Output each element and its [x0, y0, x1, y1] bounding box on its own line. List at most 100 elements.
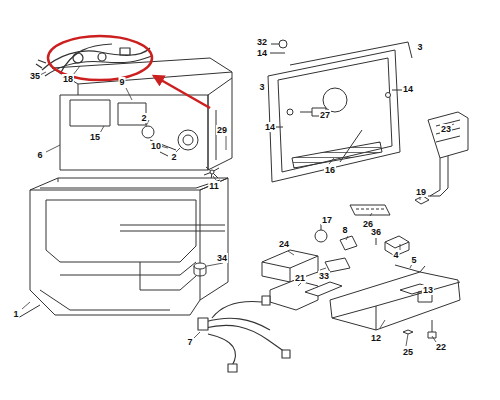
- callout-number: 19: [415, 187, 427, 197]
- callout-number: 12: [370, 333, 382, 343]
- callout-number: 21: [294, 273, 306, 283]
- control-housing: [60, 95, 208, 170]
- callout-number: 22: [435, 342, 447, 352]
- small-parts: [415, 196, 429, 204]
- control-housing-lower: [332, 282, 460, 330]
- divider-panel: [268, 50, 400, 182]
- callout-number: 18: [62, 74, 74, 84]
- callout-number: 8: [341, 225, 348, 235]
- callout-number: 14: [402, 84, 414, 94]
- air-duct: [262, 256, 318, 282]
- wire-harness-top: [42, 48, 150, 70]
- callout-number: 15: [89, 132, 101, 142]
- callout-number: 5: [410, 255, 417, 265]
- air-duct: [325, 258, 350, 272]
- callout-number: 14: [256, 48, 268, 58]
- liner: [30, 190, 200, 315]
- small-parts: [395, 265, 425, 272]
- plug: [194, 263, 206, 276]
- control-housing: [52, 58, 232, 170]
- air-duct: [262, 250, 318, 282]
- liner: [200, 178, 228, 300]
- air-duct: [305, 282, 342, 296]
- highlight: [48, 36, 210, 108]
- control-housing: [60, 78, 232, 95]
- liner: [120, 225, 225, 231]
- fan-blade: [210, 170, 214, 174]
- wire-harness: [228, 364, 237, 372]
- small-parts: [315, 230, 327, 242]
- liner: [40, 180, 220, 188]
- control-housing-lower: [330, 272, 460, 338]
- wire-harness-top: [98, 53, 106, 61]
- divider-panel: [287, 109, 293, 115]
- control-housing: [183, 135, 193, 145]
- small-parts: [315, 196, 429, 272]
- liner: [40, 290, 170, 310]
- callout-number: 24: [278, 239, 290, 249]
- callout-number: 1: [12, 309, 19, 319]
- callout-number: 14: [264, 122, 276, 132]
- liner: [18, 305, 40, 318]
- small-parts: [385, 236, 409, 248]
- callout-number: 9: [118, 77, 125, 87]
- wire-harness: [205, 325, 285, 352]
- highlight: [154, 76, 210, 108]
- wire-harness: [198, 318, 208, 330]
- callout-number: 32: [256, 37, 268, 47]
- control-knob-housing: [428, 112, 468, 158]
- control-housing-lower: [330, 272, 460, 330]
- callout-number: 3: [416, 42, 423, 52]
- callout-number: 16: [324, 165, 336, 175]
- control-knob-housing: [428, 112, 468, 196]
- wire-harness-top: [73, 53, 83, 63]
- exploded-view: [18, 40, 468, 372]
- liner: [30, 178, 228, 190]
- divider-panel: [290, 42, 412, 65]
- callout-number: 6: [36, 150, 43, 160]
- wire-harness: [208, 334, 235, 366]
- wire-harness-top: [120, 48, 130, 55]
- divider-panel: [268, 40, 412, 182]
- control-knob-housing: [428, 156, 448, 196]
- divider-panel: [323, 88, 347, 112]
- control-housing: [70, 100, 110, 126]
- callout-number: 10: [150, 141, 162, 151]
- divider-panel: [270, 44, 402, 162]
- wire-harness: [205, 318, 270, 330]
- divider-panel: [278, 58, 392, 172]
- callout-number: 11: [208, 181, 220, 191]
- callout-number: 29: [216, 125, 228, 135]
- small-parts: [350, 205, 390, 215]
- small-parts: [340, 236, 357, 250]
- wire-harness-top: [60, 44, 112, 74]
- small-parts: [356, 209, 384, 210]
- control-knob-housing: [436, 120, 460, 142]
- callout-number: 3: [258, 82, 265, 92]
- callout-number: 13: [422, 285, 434, 295]
- wire-harness: [262, 296, 270, 305]
- air-duct: [270, 280, 318, 310]
- small-parts: [376, 238, 377, 245]
- control-housing-lower: [428, 320, 436, 338]
- callout-number: 33: [318, 271, 330, 281]
- callout-number: 25: [402, 347, 414, 357]
- liner: [58, 178, 59, 182]
- callout-number: 23: [440, 124, 452, 134]
- wire-harness-top: [36, 60, 46, 68]
- liner: [60, 262, 196, 290]
- wire-harness: [282, 350, 290, 358]
- divider-panel: [279, 40, 287, 48]
- wire-harness: [212, 302, 262, 318]
- divider-panel: [386, 93, 391, 98]
- control-housing-lower: [403, 330, 413, 334]
- callout-number: 2: [140, 113, 147, 123]
- callout-number: 34: [216, 253, 228, 263]
- divider-panel: [292, 142, 382, 168]
- plug: [194, 266, 206, 276]
- callout-number: 27: [319, 110, 331, 120]
- callout-number: 4: [392, 250, 399, 260]
- leader-line: [22, 66, 454, 346]
- callout-number: 36: [370, 227, 382, 237]
